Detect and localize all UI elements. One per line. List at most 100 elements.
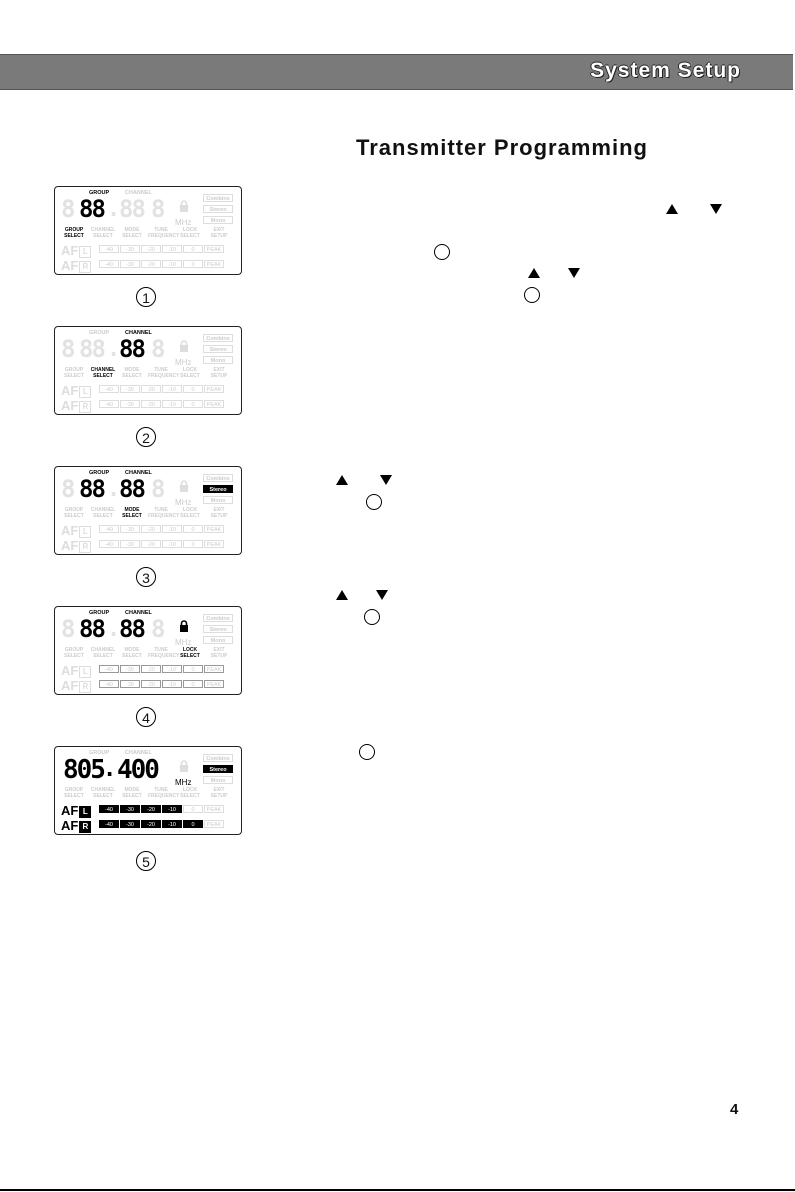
mode-label: CHANNEL SELECT [90,787,116,799]
channel-digits: 88 [119,335,146,363]
mhz-label: MHz [175,218,192,227]
channel-digits: 88 [119,195,146,223]
page-number: 4 [730,1101,739,1118]
mode-badge: Combine [203,614,233,622]
meter-cell: -20 [141,525,161,533]
mode-label: LOCK SELECT [180,507,200,519]
meter-cell: PEAK [204,805,224,813]
mode-badge: Mono [203,776,233,784]
mode-label: CHANNEL SELECT [90,507,116,519]
segment-decimal: . [107,477,121,502]
group-label: GROUP [89,330,110,336]
meter-cell: -20 [141,680,161,688]
group-digits: 88 [79,335,106,363]
meter-cell: -10 [162,525,182,533]
meter-cell: PEAK [204,385,224,393]
meter-cell: PEAK [204,525,224,533]
meter-cell: -20 [141,665,161,673]
group-label: GROUP [89,610,110,616]
meter-cell: -30 [120,525,140,533]
mode-label: CHANNEL SELECT [90,227,116,239]
meter-cell: -20 [141,385,161,393]
mode-badge: Stereo [203,205,233,213]
af-channel-box: R [79,261,92,273]
af-text: AF [61,523,79,538]
set-button-icon [524,287,540,303]
mhz-label: MHz [175,498,192,507]
segment-digit: 88 [151,197,165,221]
channel-label: CHANNEL [125,330,152,336]
meter-cell: -10 [162,400,182,408]
mode-label: MODE SELECT [122,647,142,659]
af-channel-box: L [79,246,92,258]
meter-cell: -40 [99,805,119,813]
set-button-icon [359,744,375,760]
mode-label: EXIT SETUP [210,507,228,519]
mode-badge: Stereo [203,345,233,353]
lock-icon [179,759,189,772]
figure-caption: 2 [136,427,156,447]
segment-digit: 88 [61,197,75,221]
mode-badge: Stereo [203,765,233,773]
lcd-panel: GROUPCHANNEL8888.8888MHzCombineStereoMon… [54,606,242,695]
mode-label: GROUP SELECT [64,647,84,659]
mode-label: LOCK SELECT [180,367,200,379]
meter-cell: -20 [141,400,161,408]
af-text: AF [61,243,79,258]
af-text: AF [61,258,79,273]
frequency-digits: 805 [63,755,106,785]
meter-cell: -40 [99,540,119,548]
af-channel-box: L [79,386,92,398]
meter-cell: -10 [162,665,182,673]
lock-icon [179,339,189,352]
meter-cell: -30 [120,260,140,268]
segment-decimal: . [107,337,121,362]
meter-cell: -10 [162,260,182,268]
segment-digit: 88 [61,337,75,361]
down-arrow-icon [376,590,388,600]
figure-caption: 5 [136,851,156,871]
mode-label: EXIT SETUP [210,647,228,659]
af-text: AF [61,678,79,693]
meter-cell: 0 [183,525,203,533]
af-text: AF [61,538,79,553]
mode-label: GROUP SELECT [64,227,84,239]
meter-cell: 0 [183,665,203,673]
meter-cell: -40 [99,385,119,393]
mode-label: CHANNEL SELECT [90,367,116,379]
mode-label: EXIT SETUP [210,227,228,239]
meter-cell: -30 [120,805,140,813]
meter-cell: 0 [183,385,203,393]
up-arrow-icon [336,475,348,485]
af-channel-box: L [79,806,92,818]
mode-label: GROUP SELECT [64,367,84,379]
meter-cell: PEAK [204,820,224,828]
af-channel-box: R [79,541,92,553]
mode-label: MODE SELECT [122,787,142,799]
segment-decimal: . [107,197,121,222]
af-text: AF [61,803,79,818]
set-button-icon [364,609,380,625]
channel-label: CHANNEL [125,610,152,616]
af-text: AF [61,398,79,413]
mode-badge: Combine [203,474,233,482]
meter-cell: -10 [162,805,182,813]
meter-cell: PEAK [204,680,224,688]
mode-badge: Combine [203,334,233,342]
figure-caption: 4 [136,707,156,727]
meter-cell: -10 [162,385,182,393]
